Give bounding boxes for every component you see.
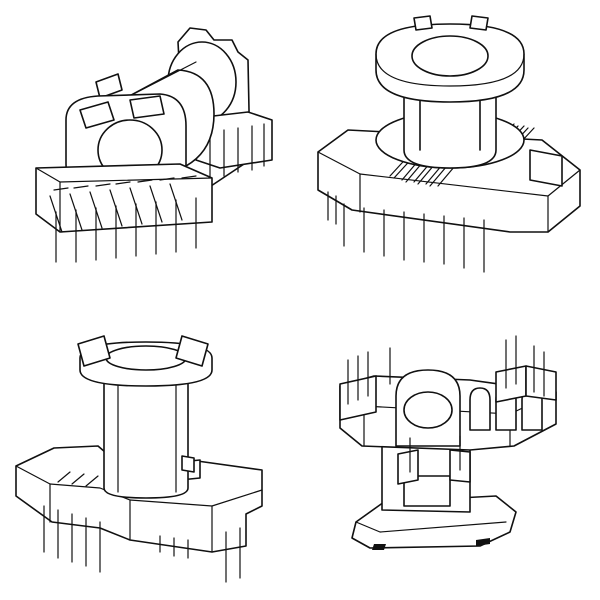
top-pin-bobbin-drawing xyxy=(300,300,600,600)
vertical-pot-bobbin-drawing xyxy=(300,0,600,300)
horizontal-bobbin-drawing xyxy=(0,0,300,300)
front-notch-left xyxy=(79,101,115,129)
bottom-clip-left xyxy=(372,544,386,550)
core-tube xyxy=(403,87,497,169)
tall-bobbin-front-pins xyxy=(43,505,101,573)
lower-window xyxy=(403,475,451,507)
left-tab-upper xyxy=(95,73,123,99)
top-ear-right xyxy=(175,335,209,367)
front-pin-header xyxy=(35,163,213,263)
rear-pin-row xyxy=(195,111,273,179)
top-ear-left xyxy=(77,335,111,367)
top-notch-right xyxy=(469,15,489,31)
right-pin-block xyxy=(495,335,557,403)
tall-vertical-bobbin-drawing xyxy=(0,300,300,600)
top-core-opening xyxy=(411,35,489,77)
tube-rib xyxy=(419,99,481,151)
top-notch-left xyxy=(413,15,433,31)
front-tab-left xyxy=(397,449,419,485)
tall-vertical-bobbin-svg xyxy=(15,335,263,583)
horizontal-bobbin-svg xyxy=(35,27,273,263)
tall-top-opening xyxy=(105,345,187,371)
core-cup-opening xyxy=(403,391,453,429)
vertical-pot-bobbin-svg xyxy=(317,15,581,273)
tall-core-tube xyxy=(103,371,189,499)
top-pin-bobbin-svg xyxy=(339,335,557,550)
pot-bobbin-pins xyxy=(343,203,485,273)
bottom-clip-right xyxy=(476,538,490,546)
pot-bobbin-base xyxy=(317,129,581,233)
left-pin-block xyxy=(339,347,391,421)
base-plate-edge xyxy=(355,521,507,533)
front-notch-right xyxy=(129,95,165,119)
tall-bobbin-rear-pins xyxy=(159,527,241,583)
tube-side-tab xyxy=(181,455,195,473)
top-flange-edge xyxy=(375,53,525,87)
